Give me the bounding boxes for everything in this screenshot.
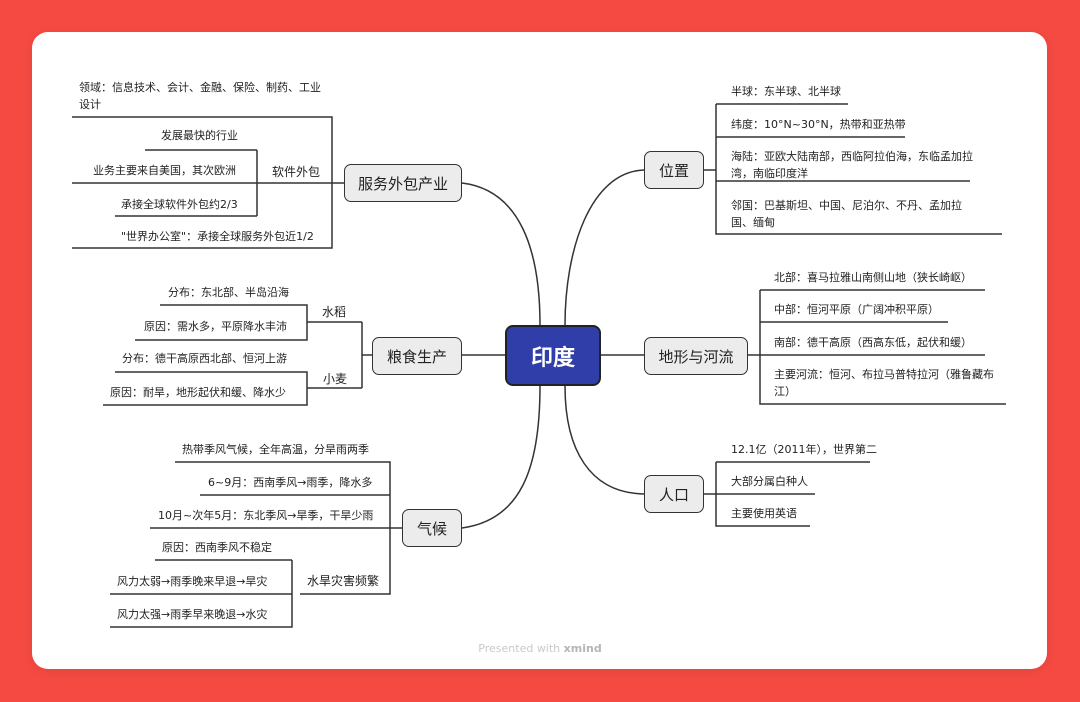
topic-population[interactable]: 人口: [644, 475, 704, 513]
climate-disaster-label[interactable]: 水旱灾害频繁: [307, 574, 380, 588]
xmind-logo: xmind: [563, 642, 602, 655]
food-rice-reason[interactable]: 原因：需水多，平原降水丰沛: [144, 320, 287, 333]
services-item-software-share[interactable]: 承接全球软件外包约2/3: [121, 198, 238, 211]
climate-disaster-reason[interactable]: 原因：西南季风不稳定: [162, 541, 272, 554]
terrain-item-middle[interactable]: 中部：恒河平原（广阔冲积平原）: [774, 303, 939, 316]
food-wheat-label[interactable]: 小麦: [323, 372, 348, 386]
services-item-source[interactable]: 业务主要来自美国，其次欧洲: [93, 164, 236, 177]
climate-item-dry-season[interactable]: 10月~次年5月：东北季风→旱季，干旱少雨: [158, 509, 374, 522]
population-item-language[interactable]: 主要使用英语: [731, 507, 797, 520]
climate-disaster-drought[interactable]: 风力太弱→雨季晚来早退→旱灾: [117, 575, 268, 588]
population-item-race[interactable]: 大部分属白种人: [731, 475, 808, 488]
population-item-total[interactable]: 12.1亿（2011年），世界第二: [731, 443, 877, 456]
link-location: [564, 169, 645, 326]
services-item-domain[interactable]: 领域：信息技术、会计、金融、保险、制药、工业设计: [79, 81, 321, 111]
location-item-latitude[interactable]: 纬度：10°N~30°N，热带和亚热带: [731, 118, 906, 131]
topic-location[interactable]: 位置: [644, 151, 704, 189]
footer-credit: Presented with xmind: [0, 642, 1080, 655]
link-climate: [461, 385, 541, 529]
climate-item-type[interactable]: 热带季风气候，全年高温，分旱雨两季: [182, 443, 369, 456]
climate-disaster-flood[interactable]: 风力太强→雨季早来晚退→水灾: [117, 608, 268, 621]
link-population: [564, 385, 645, 495]
location-item-sea-land[interactable]: 海陆：亚欧大陆南部，西临阿拉伯海，东临孟加拉湾，南临印度洋: [731, 150, 973, 180]
topic-terrain[interactable]: 地形与河流: [644, 337, 748, 375]
terrain-item-rivers[interactable]: 主要河流：恒河、布拉马普特拉河（雅鲁藏布江）: [774, 368, 994, 398]
location-item-hemisphere[interactable]: 半球：东半球、北半球: [731, 85, 841, 98]
services-item-world-office[interactable]: "世界办公室"：承接全球服务外包近1/2: [121, 230, 314, 243]
food-rice-distribution[interactable]: 分布：东北部、半岛沿海: [168, 286, 289, 299]
terrain-item-north[interactable]: 北部：喜马拉雅山南侧山地（狭长崎岖）: [774, 271, 972, 284]
food-wheat-reason[interactable]: 原因：耐旱，地形起伏和缓、降水少: [110, 386, 286, 399]
location-item-neighbors[interactable]: 邻国：巴基斯坦、中国、尼泊尔、不丹、孟加拉国、缅甸: [731, 199, 962, 229]
services-item-fastest[interactable]: 发展最快的行业: [161, 129, 238, 142]
climate-item-rainy-season[interactable]: 6~9月：西南季风→雨季，降水多: [208, 476, 373, 489]
food-rice-label[interactable]: 水稻: [322, 305, 347, 319]
topic-climate[interactable]: 气候: [402, 509, 462, 547]
topic-food[interactable]: 粮食生产: [372, 337, 462, 375]
link-services: [461, 182, 541, 326]
terrain-item-south[interactable]: 南部：德干高原（西高东低，起伏和缓）: [774, 336, 972, 349]
food-wheat-distribution[interactable]: 分布：德干高原西北部、恒河上游: [122, 352, 287, 365]
footer-text: Presented with: [478, 642, 561, 655]
center-topic[interactable]: 印度: [505, 325, 601, 386]
services-software-label[interactable]: 软件外包: [272, 165, 321, 179]
topic-services[interactable]: 服务外包产业: [344, 164, 462, 202]
